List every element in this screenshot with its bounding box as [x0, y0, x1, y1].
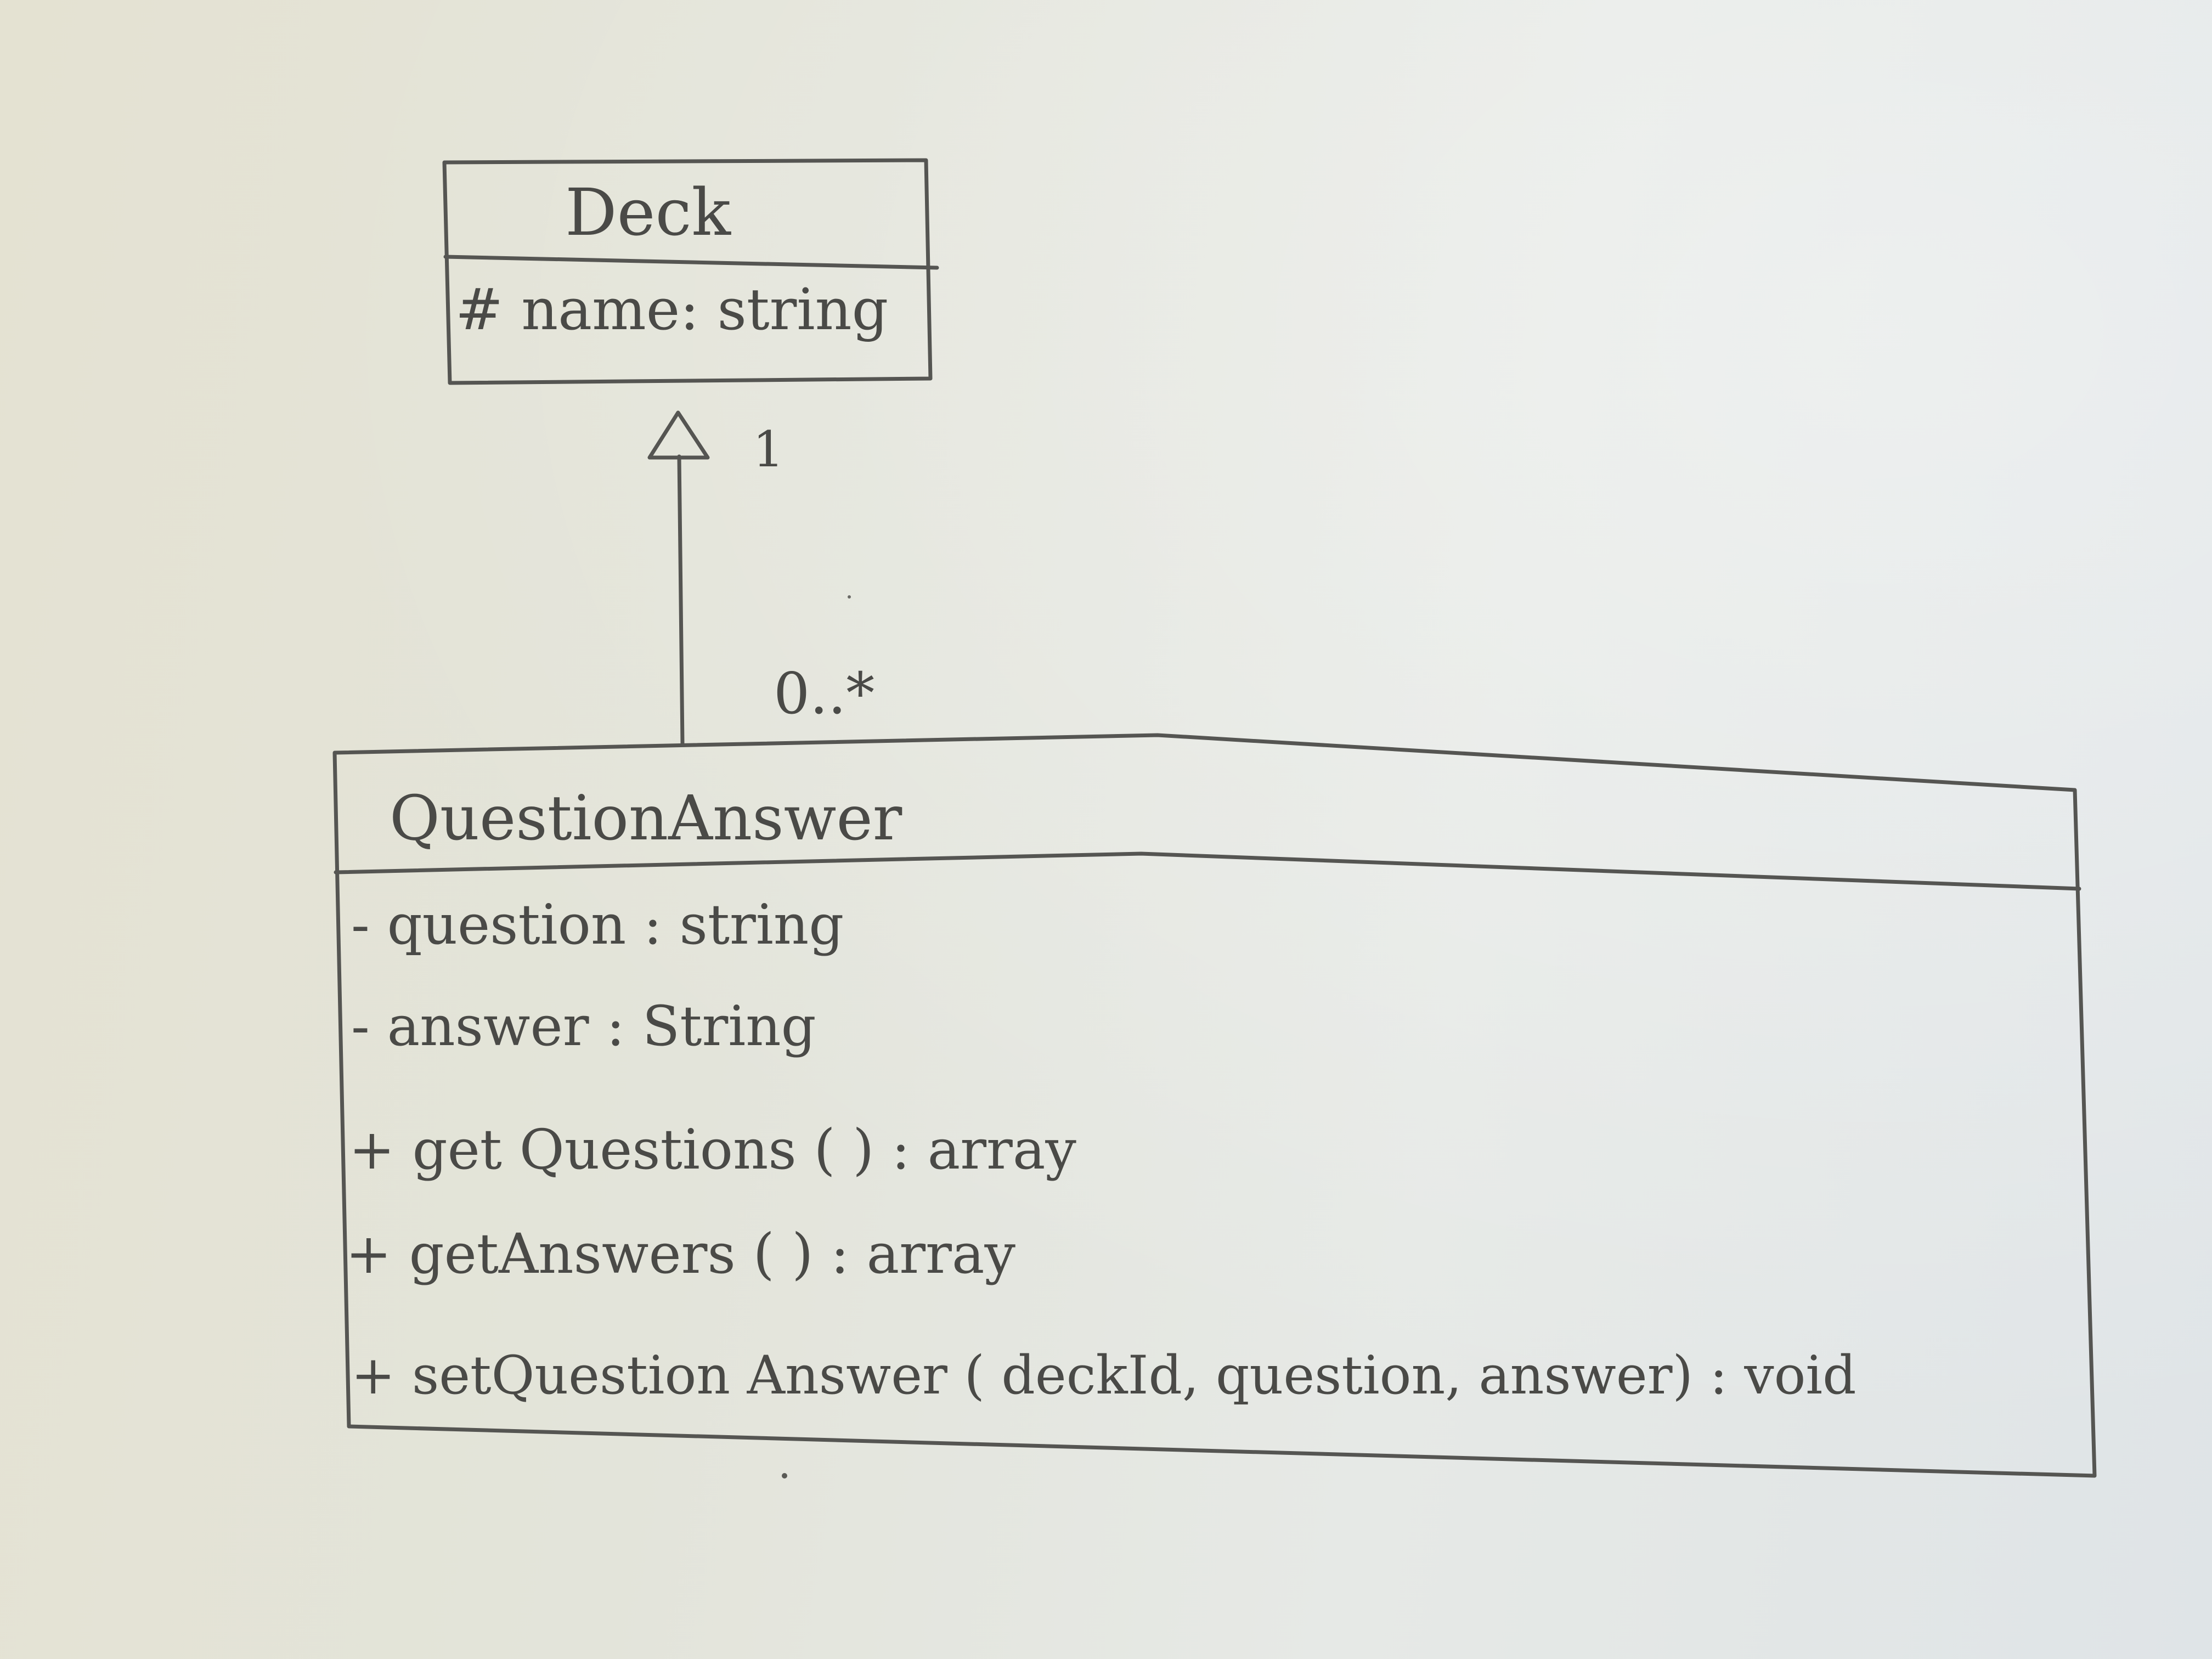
association-line — [677, 454, 685, 746]
attribute-question: - question : string — [351, 893, 844, 957]
deck-class-divider — [443, 255, 939, 270]
question-answer-class-box: QuestionAnswer - question : string - ans… — [332, 733, 2097, 1478]
method-get-questions: + get Questions ( ) : array — [349, 1118, 1076, 1182]
pencil-speck — [848, 595, 851, 599]
method-get-answers: + getAnswers ( ) : array — [346, 1222, 1016, 1286]
deck-attribute-name: # name: string — [455, 276, 888, 343]
association-connector: 1 0..* — [647, 410, 874, 746]
inheritance-triangle-icon — [647, 410, 710, 460]
pencil-speck — [782, 1473, 787, 1479]
deck-multiplicity: 1 — [753, 421, 784, 478]
question-answer-class-outline — [332, 733, 2097, 1478]
question-answer-class-divider — [334, 851, 2081, 891]
question-answer-class-name: QuestionAnswer — [390, 783, 902, 854]
question-answer-multiplicity: 0..* — [774, 660, 874, 727]
deck-class-name: Deck — [565, 174, 732, 250]
attribute-answer: - answer : String — [351, 994, 816, 1058]
deck-class-outline — [442, 158, 933, 385]
deck-class-box: Deck # name: string — [442, 158, 939, 385]
method-set-question-answer: + setQuestion Answer ( deckId, question,… — [351, 1345, 1857, 1406]
